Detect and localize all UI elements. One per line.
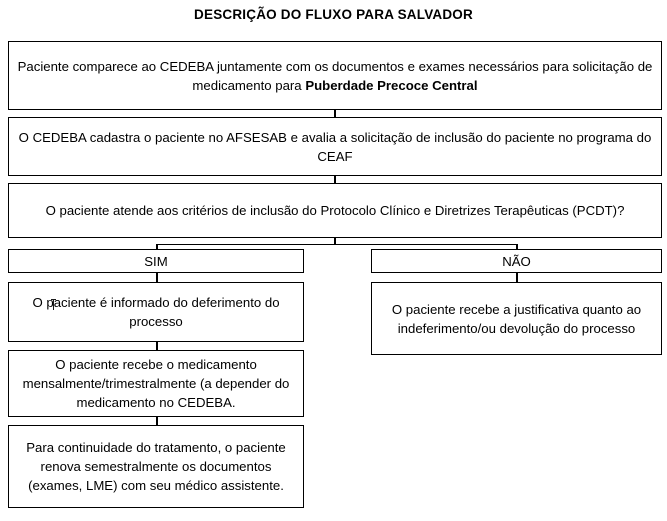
node-renewal-text: Para continuidade do tratamento, o pacie… xyxy=(26,440,286,493)
connector-dispense-to-renewal xyxy=(156,417,158,425)
connector-decision-branch-bar xyxy=(156,243,517,246)
connector-decision-stem xyxy=(334,238,336,244)
page-title: DESCRIÇÃO DO FLUXO PARA SALVADOR xyxy=(194,7,473,22)
connector-register-to-decision xyxy=(334,176,336,183)
node-denied-text: O paciente recebe a justificativa quanto… xyxy=(391,301,642,336)
connector-no-to-denied xyxy=(516,273,518,282)
connector-approved-to-dispense xyxy=(156,342,158,350)
connector-yes-to-approved xyxy=(156,273,158,282)
scan-artifact-mark xyxy=(50,299,58,310)
node-dispense-text: O paciente recebe o medicamento mensalme… xyxy=(22,357,290,410)
node-renewal: Para continuidade do tratamento, o pacie… xyxy=(8,425,304,508)
node-register: O CEDEBA cadastra o paciente no AFSESAB … xyxy=(8,117,662,176)
node-no-label-text: NÃO xyxy=(502,253,531,269)
node-dispense: O paciente recebe o medicamento mensalme… xyxy=(8,350,304,417)
node-register-text: O CEDEBA cadastra o paciente no AFSESAB … xyxy=(18,129,652,164)
node-intake: Paciente comparece ao CEDEBA juntamente … xyxy=(8,41,662,110)
node-no-label: NÃO xyxy=(371,249,662,273)
node-approved-text: O paciente é informado do deferimento do… xyxy=(32,295,280,329)
node-denied: O paciente recebe a justificativa quanto… xyxy=(371,282,662,355)
node-decision: O paciente atende aos critérios de inclu… xyxy=(8,183,662,238)
node-yes-label-text: SIM xyxy=(144,253,168,269)
node-approved: O paciente é informado do deferimento do… xyxy=(8,282,304,342)
node-yes-label: SIM xyxy=(8,249,304,273)
connector-intake-to-register xyxy=(334,110,336,117)
connector-branch-no xyxy=(516,243,518,250)
connector-branch-yes xyxy=(156,243,158,250)
node-intake-text-bold: Puberdade Precoce Central xyxy=(305,77,478,93)
node-decision-text: O paciente atende aos critérios de inclu… xyxy=(45,203,625,218)
node-intake-text-plain: Paciente comparece ao CEDEBA juntamente … xyxy=(17,58,653,93)
node-intake-text: Paciente comparece ao CEDEBA juntamente … xyxy=(15,57,655,95)
